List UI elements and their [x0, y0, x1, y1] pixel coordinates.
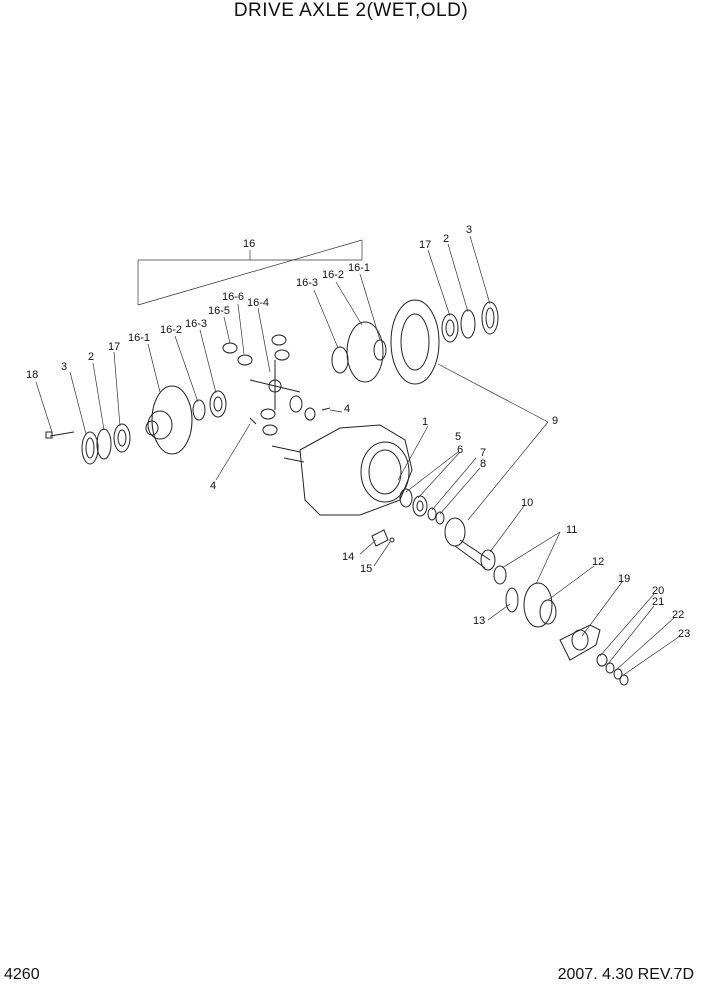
diff-case-half-right [331, 321, 387, 383]
callout-22: 22 [672, 609, 684, 621]
housing-studs [271, 445, 305, 463]
right-bearing-cup [481, 301, 499, 335]
bearing-5 [399, 488, 413, 508]
bearing-6 [412, 495, 428, 517]
callout-16-5: 16-5 [208, 305, 230, 317]
callout-16-2-left: 16-2 [160, 324, 182, 336]
callout-1: 1 [422, 416, 428, 428]
callout-19: 19 [618, 573, 630, 585]
pinion-cage-11 [523, 582, 557, 628]
callout-13: 13 [473, 615, 485, 627]
callout-16-3-left: 16-3 [185, 318, 207, 330]
callout-labels: 16 16-1 16-2 16-3 16-5 16-6 16-4 16-3 16… [26, 224, 690, 640]
callout-16-4: 16-4 [247, 297, 269, 309]
callout-17-right: 17 [419, 239, 431, 251]
leader-lines [35, 235, 681, 677]
callout-18: 18 [26, 369, 38, 381]
page-number: 4260 [4, 966, 40, 983]
callout-2-left: 2 [88, 351, 94, 363]
callout-16-6: 16-6 [222, 291, 244, 303]
callout-2-right: 2 [443, 233, 449, 245]
revision-date: 2007. 4.30 REV.7D [557, 966, 694, 983]
right-taper-bearing [441, 313, 459, 343]
left-taper-bearing [113, 423, 131, 453]
group-bracket-16 [137, 239, 363, 306]
callout-16-1-left: 16-1 [128, 332, 150, 344]
right-bearing-ring [460, 309, 476, 339]
callout-17-left: 17 [108, 341, 120, 353]
thrust-washer-16-2 [192, 399, 206, 421]
left-bearing-cup [81, 431, 99, 465]
callout-3-right: 3 [466, 224, 472, 236]
callout-7: 7 [480, 447, 486, 459]
spacer-11 [493, 565, 507, 585]
callout-6: 6 [457, 444, 463, 456]
callout-16-3-right: 16-3 [296, 277, 318, 289]
yoke-12-19 [559, 624, 601, 661]
plate-14-15 [371, 529, 395, 547]
seal-13 [505, 587, 519, 613]
spacer-7-8 [427, 507, 445, 525]
callout-16-2-right: 16-2 [322, 269, 344, 281]
callout-4-top: 4 [344, 403, 350, 415]
callout-21: 21 [652, 596, 664, 608]
drive-pinion [444, 517, 491, 569]
callout-9: 9 [552, 415, 558, 427]
ring-gear [390, 299, 440, 385]
pins-4 [249, 407, 331, 425]
page-title: DRIVE AXLE 2(WET,OLD) [233, 0, 469, 21]
callout-10: 10 [521, 497, 533, 509]
bolt-18 [45, 431, 75, 439]
callout-3-left: 3 [61, 361, 67, 373]
callout-12: 12 [592, 556, 604, 568]
left-bearing-ring [96, 428, 112, 460]
callout-5: 5 [455, 431, 461, 443]
spider-16-4 [249, 360, 301, 410]
callout-16-1-right: 16-1 [348, 262, 370, 274]
side-gear-16-3 [209, 390, 227, 418]
diff-case-half-left [145, 385, 193, 455]
callout-11: 11 [566, 524, 577, 536]
callout-16: 16 [243, 238, 255, 250]
callout-15: 15 [360, 563, 372, 575]
callout-14: 14 [342, 551, 354, 563]
callout-23: 23 [678, 628, 690, 640]
callout-4-bottom: 4 [210, 480, 216, 492]
callout-20: 20 [652, 585, 664, 597]
carrier-housing [299, 424, 413, 516]
bearing-10 [480, 549, 496, 571]
callout-8: 8 [480, 458, 486, 470]
